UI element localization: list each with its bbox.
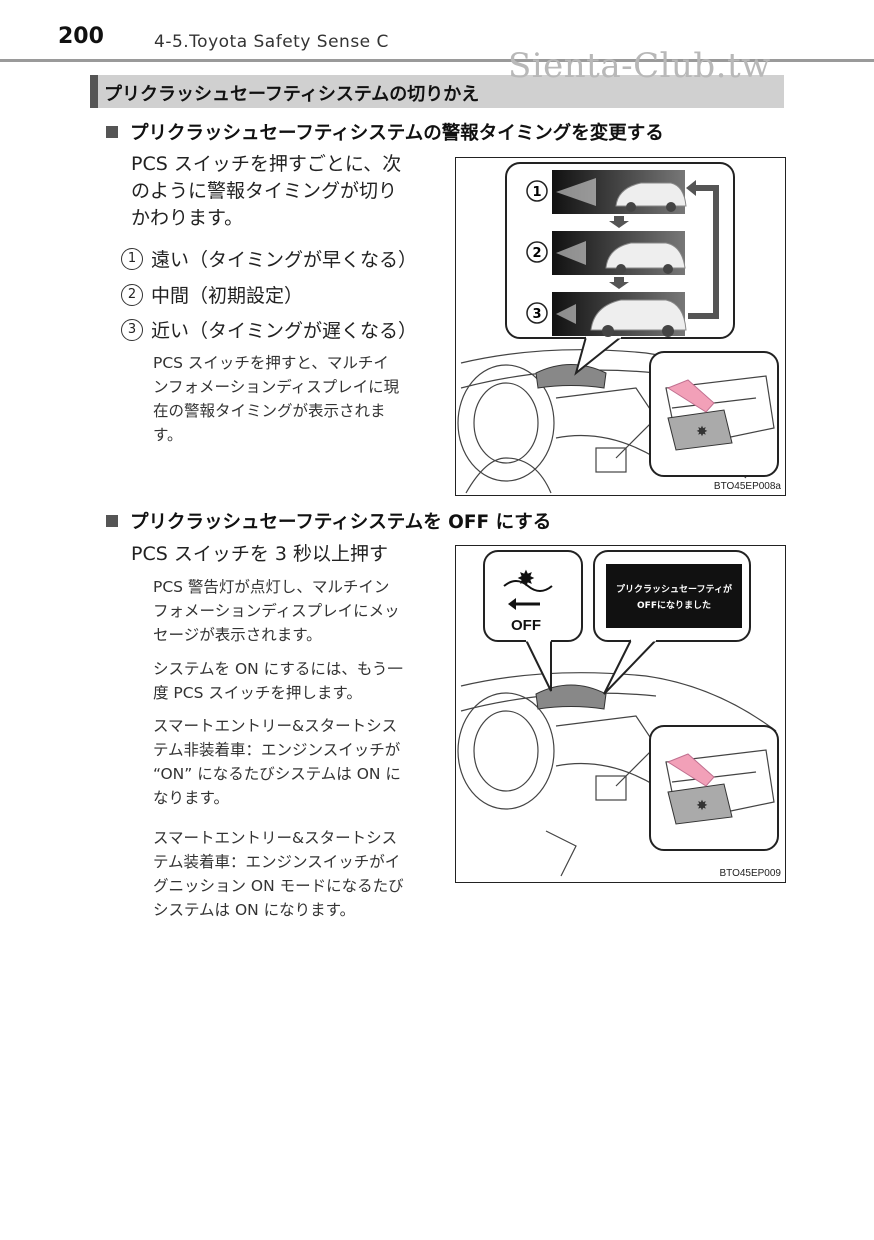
display-message-line2: OFFになりました: [637, 600, 711, 611]
note-line: テム非装着車：エンジンスイッチが: [153, 741, 401, 759]
off-label: OFF: [511, 617, 541, 634]
note-line: システムは ON になります。: [153, 901, 356, 919]
note-line: 度 PCS スイッチを押します。: [153, 684, 362, 702]
note-line: PCS 警告灯が点灯し、マルチイン: [153, 578, 390, 596]
figure-pcs-off: ✸ OFF プリクラッシュセーフティが OFFになりました ✸ BTO45EP0…: [455, 545, 786, 883]
pcs-switch-icon: ✸: [696, 798, 708, 814]
note-line: “ON” になるたびシステムは ON に: [153, 765, 401, 783]
circled-number: 2: [121, 283, 143, 306]
sub2-note-4: スマートエントリー&スタートシス テム装着車：エンジンスイッチがイ グニッション…: [153, 826, 404, 922]
figure-label-1: 1: [532, 185, 541, 200]
chapter-title: 4-5.Toyota Safety Sense C: [154, 32, 389, 52]
figure-label-3: 3: [532, 307, 541, 322]
down-arrow-icon: [609, 216, 629, 228]
figure-warning-timing-illustration: 1 2 3 ✸: [457, 162, 779, 494]
timing-item-1: 1 遠い（タイミングが早くなる）: [121, 245, 417, 272]
sub2-heading: プリクラッシュセーフティシステムを OFF にする: [106, 508, 551, 534]
section-title-bar: [90, 75, 784, 108]
down-arrow-icon: [609, 277, 629, 289]
circled-number: 1: [121, 247, 143, 270]
timing-item-3: 3 近い（タイミングが遅くなる）: [121, 316, 417, 343]
timing-item-2: 2 中間（初期設定）: [121, 281, 303, 308]
multi-info-display: [535, 364, 607, 389]
pcs-switch: [667, 783, 733, 825]
note-line: セージが表示されます。: [153, 626, 322, 644]
message-screen: [606, 564, 742, 628]
note-line: PCS スイッチを押すと、マルチイ: [153, 354, 389, 372]
section-title: プリクラッシュセーフティシステムの切りかえ: [104, 84, 480, 105]
figure-pcs-off-illustration: ✸ OFF プリクラッシュセーフティが OFFになりました ✸: [457, 550, 779, 877]
sub1-intro-line: かわります。: [131, 207, 244, 229]
note-line: す。: [153, 426, 183, 444]
timing-panel-3: [552, 292, 687, 337]
sub2-note-1: PCS 警告灯が点灯し、マルチイン フォメーションディスプレイにメッ セージが表…: [153, 575, 400, 647]
figure-label-2: 2: [532, 246, 541, 261]
note-line: スマートエントリー&スタートシス: [153, 717, 398, 735]
note-line: フォメーションディスプレイにメッ: [153, 602, 400, 620]
sub1-intro: PCS スイッチを押すごとに、次 のように警報タイミングが切り かわります。: [131, 151, 401, 232]
press-arrow-icon: [666, 753, 715, 787]
timing-item-text: 中間（初期設定）: [151, 285, 304, 307]
timing-item-text: 近い（タイミングが遅くなる）: [151, 320, 418, 342]
note-line: 在の警報タイミングが表示されま: [153, 402, 386, 420]
callout-pointer: [574, 336, 622, 376]
sub1-note: PCS スイッチを押すと、マルチイ ンフォメーションディスプレイに現 在の警報タ…: [153, 351, 399, 447]
timing-panel-2: [552, 231, 686, 275]
note-line: なります。: [153, 789, 229, 807]
section-tab-marker: [90, 75, 98, 108]
figure-id: BTO45EP009: [719, 868, 781, 879]
pcs-warning-light-icon: ✸: [517, 567, 535, 592]
square-bullet-icon: [106, 126, 118, 138]
sub2-heading-text: プリクラッシュセーフティシステムを OFF にする: [130, 512, 552, 533]
dashboard-sketch: [457, 672, 777, 877]
pcs-switch: [667, 409, 733, 451]
sub2-note-3: スマートエントリー&スタートシス テム非装着車：エンジンスイッチが “ON” に…: [153, 714, 401, 810]
watermark: Sienta-Club.tw: [508, 46, 771, 86]
pcs-switch-icon: ✸: [696, 424, 708, 440]
note-line: ンフォメーションディスプレイに現: [153, 378, 400, 396]
note-line: テム装着車：エンジンスイッチがイ: [153, 853, 401, 871]
figure-warning-timing: 1 2 3 ✸ BTO45EP008a: [455, 157, 786, 496]
note-line: スマートエントリー&スタートシス: [153, 829, 398, 847]
figure-number-labels: 1 2 3: [526, 180, 548, 324]
note-line: グニッション ON モードになるたび: [153, 877, 404, 895]
press-arrow-icon: [666, 379, 715, 413]
square-bullet-icon: [106, 515, 118, 527]
header-rule: [0, 59, 874, 62]
sub1-heading: プリクラッシュセーフティシステムの警報タイミングを変更する: [106, 119, 664, 145]
sub1-intro-line: のように警報タイミングが切り: [131, 180, 398, 202]
page-number: 200: [58, 24, 104, 49]
figure-id: BTO45EP008a: [713, 481, 781, 492]
circled-number: 3: [121, 318, 143, 341]
sub2-note-2: システムを ON にするには、もう一 度 PCS スイッチを押します。: [153, 657, 403, 705]
display-message-line1: プリクラッシュセーフティが: [616, 583, 733, 595]
note-line: システムを ON にするには、もう一: [153, 660, 403, 678]
sub1-heading-text: プリクラッシュセーフティシステムの警報タイミングを変更する: [130, 123, 664, 144]
timing-item-text: 遠い（タイミングが早くなる）: [151, 249, 418, 271]
sub2-instruction: PCS スイッチを 3 秒以上押す: [131, 543, 388, 565]
cycle-return-arrow-icon: [688, 185, 719, 319]
sub1-intro-line: PCS スイッチを押すごとに、次: [131, 153, 402, 175]
multi-info-display: [535, 684, 607, 710]
timing-panel-1: [552, 170, 687, 214]
